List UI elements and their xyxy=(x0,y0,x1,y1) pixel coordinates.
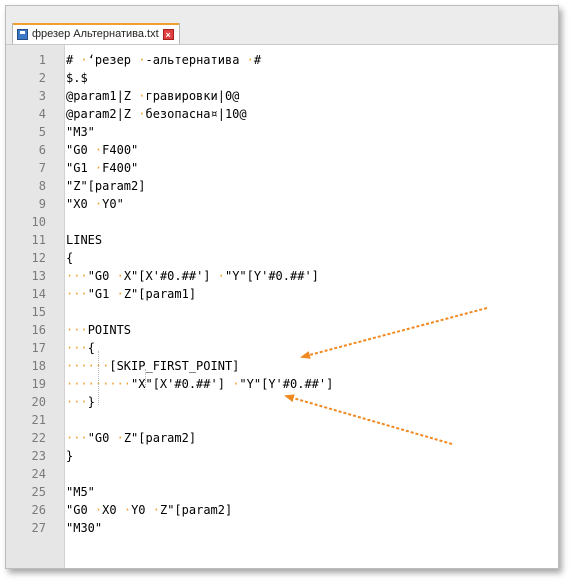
code-text: $.$ xyxy=(66,71,88,85)
line-number: 19 xyxy=(31,377,46,391)
line-number: 24 xyxy=(31,467,46,481)
code-text: "G0 ·F400" xyxy=(66,143,139,157)
code-text: { xyxy=(66,251,74,265)
code-text: "Z"[param2] xyxy=(66,179,146,193)
code-text: ···{ xyxy=(66,341,95,355)
code-text: "M3" xyxy=(66,125,95,139)
line-number: 7 xyxy=(38,161,46,175)
line-number: 10 xyxy=(31,215,46,229)
code-line: 17 ···{ xyxy=(6,339,558,357)
code-line: 2 $.$ xyxy=(6,69,558,87)
code-line: 25 "M5" xyxy=(6,483,558,501)
code-line: 18 ······[SKIP_FIRST_POINT] xyxy=(6,357,558,375)
line-number: 21 xyxy=(31,413,46,427)
code-text: ···"G0 ·X"[X'#0.##'] ·"Y"[Y'#0.##'] xyxy=(66,269,319,283)
line-number: 20 xyxy=(31,395,46,409)
code-text: } xyxy=(66,449,74,463)
code-text: "M30" xyxy=(66,521,103,535)
close-icon[interactable]: × xyxy=(162,28,174,40)
line-number: 22 xyxy=(31,431,46,445)
code-line: 1 # ·‘резер ·-альтернатива ·# xyxy=(6,51,558,69)
line-number: 26 xyxy=(31,503,46,517)
code-line: 14 ···"G1 ·Z"[param1] xyxy=(6,285,558,303)
code-line: 6 "G0 ·F400" xyxy=(6,141,558,159)
code-text: "G1 ·F400" xyxy=(66,161,139,175)
line-number: 27 xyxy=(31,521,46,535)
code-text: ···"G0 ·Z"[param2] xyxy=(66,431,197,445)
line-number: 13 xyxy=(31,269,46,283)
code-line: 27 "M30" xyxy=(6,519,558,537)
code-text: ···POINTS xyxy=(66,323,132,337)
code-line: 13 ···"G0 ·X"[X'#0.##'] ·"Y"[Y'#0.##'] xyxy=(6,267,558,285)
code-line: 11 LINES xyxy=(6,231,558,249)
line-number: 16 xyxy=(31,323,46,337)
line-number: 1 xyxy=(38,53,46,67)
code-line: 5 "M3" xyxy=(6,123,558,141)
code-line: 4 @param2|Z ·безопасна¤|10@ xyxy=(6,105,558,123)
code-line: 3 @param1|Z ·гравировки|0@ xyxy=(6,87,558,105)
code-line: 16 ···POINTS xyxy=(6,321,558,339)
code-line: 7 "G1 ·F400" xyxy=(6,159,558,177)
code-line: 10 xyxy=(6,213,558,231)
tab-bar: фрезер Альтернатива.txt × xyxy=(6,6,558,45)
line-number: 9 xyxy=(38,197,46,211)
code-line: 22 ···"G0 ·Z"[param2] xyxy=(6,429,558,447)
code-text: # ·‘резер ·-альтернатива ·# xyxy=(66,53,262,67)
indent-guide xyxy=(145,369,146,387)
code-text: ······[SKIP_FIRST_POINT] xyxy=(66,359,240,373)
save-icon xyxy=(17,28,28,40)
line-number-gutter xyxy=(6,45,65,568)
code-line: 20 ···} xyxy=(6,393,558,411)
code-line: 15 xyxy=(6,303,558,321)
active-tab-indicator xyxy=(13,23,179,25)
code-text: @param2|Z ·безопасна¤|10@ xyxy=(66,107,247,121)
line-number: 23 xyxy=(31,449,46,463)
code-text: "G0 ·X0 ·Y0 ·Z"[param2] xyxy=(66,503,233,517)
editor-window: фрезер Альтернатива.txt × 1 # ·‘резер ·-а… xyxy=(5,5,559,569)
line-number: 8 xyxy=(38,179,46,193)
indent-guide xyxy=(98,351,99,405)
line-number: 25 xyxy=(31,485,46,499)
line-number: 12 xyxy=(31,251,46,265)
line-number: 2 xyxy=(38,71,46,85)
code-text: "X0 ·Y0" xyxy=(66,197,124,211)
code-text: "M5" xyxy=(66,485,95,499)
code-editor[interactable]: 1 # ·‘резер ·-альтернатива ·# 2 $.$ 3 @param1… xyxy=(6,45,558,568)
line-number: 15 xyxy=(31,305,46,319)
code-text: @param1|Z ·гравировки|0@ xyxy=(66,89,240,103)
line-number: 17 xyxy=(31,341,46,355)
code-text: LINES xyxy=(66,233,103,247)
line-number: 14 xyxy=(31,287,46,301)
code-line: 19 ·········"X"[X'#0.##'] ·"Y"[Y'#0.##'] xyxy=(6,375,558,393)
code-line: 26 "G0 ·X0 ·Y0 ·Z"[param2] xyxy=(6,501,558,519)
code-line: 9 "X0 ·Y0" xyxy=(6,195,558,213)
line-number: 5 xyxy=(38,125,46,139)
code-text: ·········"X"[X'#0.##'] ·"Y"[Y'#0.##'] xyxy=(66,377,334,391)
code-line: 12 { xyxy=(6,249,558,267)
code-line: 24 xyxy=(6,465,558,483)
code-text: ···} xyxy=(66,395,95,409)
file-tab[interactable]: фрезер Альтернатива.txt × xyxy=(12,23,180,44)
code-line: 21 xyxy=(6,411,558,429)
line-number: 18 xyxy=(31,359,46,373)
code-line: 23} xyxy=(6,447,558,465)
line-number: 11 xyxy=(31,233,46,247)
line-number: 6 xyxy=(38,143,46,157)
line-number: 3 xyxy=(38,89,46,103)
code-line: 8 "Z"[param2] xyxy=(6,177,558,195)
line-number: 4 xyxy=(38,107,46,121)
code-text: ···"G1 ·Z"[param1] xyxy=(66,287,197,301)
file-tab-label: фрезер Альтернатива.txt xyxy=(32,28,159,40)
